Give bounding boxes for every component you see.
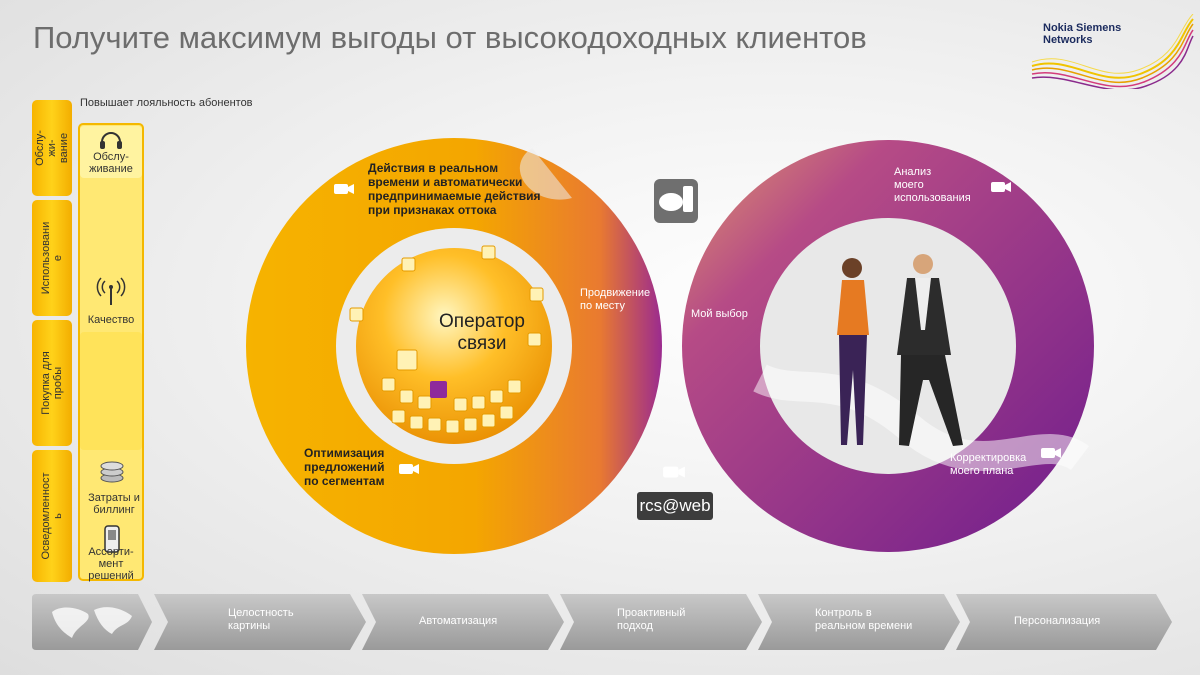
people-image bbox=[837, 254, 963, 446]
process-step-bar bbox=[32, 594, 1172, 650]
tab-awareness-label: Осведомленност ь bbox=[40, 472, 64, 560]
camera-icon bbox=[334, 184, 354, 194]
panel-item-quality: Качество bbox=[87, 314, 135, 326]
ring-label-my-choice: Мой выбор bbox=[691, 308, 748, 320]
tab-awareness[interactable]: Осведомленност ь bbox=[32, 450, 72, 582]
highlight-tile bbox=[430, 381, 447, 398]
chat-phone-icon bbox=[654, 179, 698, 223]
panel-item-service: Обслу- живание bbox=[89, 151, 133, 175]
ring-label-usage-analysis: Анализ моего использования bbox=[894, 166, 971, 204]
headset-icon bbox=[100, 132, 122, 149]
panel-block-spacer bbox=[80, 332, 142, 450]
step-personalization: Персонализация bbox=[1014, 615, 1101, 627]
tab-trial-purchase[interactable]: Покупка для пробы bbox=[32, 320, 72, 446]
tab-usage-label: Использовани е bbox=[40, 221, 64, 295]
camera-icon bbox=[663, 466, 685, 478]
ring-label-optimization: Оптимизация предложений по сегментам bbox=[304, 446, 385, 488]
tab-service-label: Обслу- жи- вание bbox=[34, 130, 70, 166]
ring-label-realtime: Действия в реальном времени и автоматиче… bbox=[368, 161, 541, 217]
world-map-icon bbox=[52, 607, 132, 638]
page-title: Получите максимум выгоды от высокодоходн… bbox=[33, 20, 867, 55]
step-integrity: Целостность картины bbox=[228, 607, 294, 632]
coins-icon bbox=[100, 461, 124, 483]
logo-text: Nokia Siemens Networks bbox=[1043, 22, 1122, 46]
nsn-logo bbox=[1031, 14, 1194, 89]
operator-ring bbox=[246, 138, 662, 554]
ring-label-promotion: Продвижение по месту bbox=[580, 287, 651, 312]
camera-icon bbox=[1041, 448, 1061, 458]
camera-icon bbox=[991, 182, 1011, 192]
step-automation: Автоматизация bbox=[419, 615, 498, 627]
step-proactive: Проактивный подход bbox=[617, 607, 686, 632]
antenna-icon bbox=[96, 277, 126, 305]
panel-item-portfolio: Ассорти- мент решений bbox=[88, 546, 134, 582]
operator-center-label: Оператор связи bbox=[439, 311, 525, 354]
tab-trial-purchase-label: Покупка для пробы bbox=[40, 351, 64, 415]
tab-service[interactable]: Обслу- жи- вание bbox=[32, 100, 72, 196]
step-realtime-control: Контроль в реальном времени bbox=[815, 607, 913, 632]
loyalty-caption: Повышает лояльность абонентов bbox=[80, 97, 253, 109]
ring-label-plan-adjustment: Корректировка моего плана bbox=[950, 452, 1027, 477]
phone-icon bbox=[104, 525, 120, 553]
sphere-tiles bbox=[349, 245, 544, 434]
panel-item-billing: Затраты и биллинг bbox=[88, 492, 140, 516]
customer-ring bbox=[682, 140, 1094, 552]
camera-icon bbox=[399, 464, 419, 474]
rcs-web-badge: rcs@web bbox=[637, 492, 713, 520]
panel-block-service bbox=[80, 126, 142, 178]
tab-usage[interactable]: Использовани е bbox=[32, 200, 72, 316]
